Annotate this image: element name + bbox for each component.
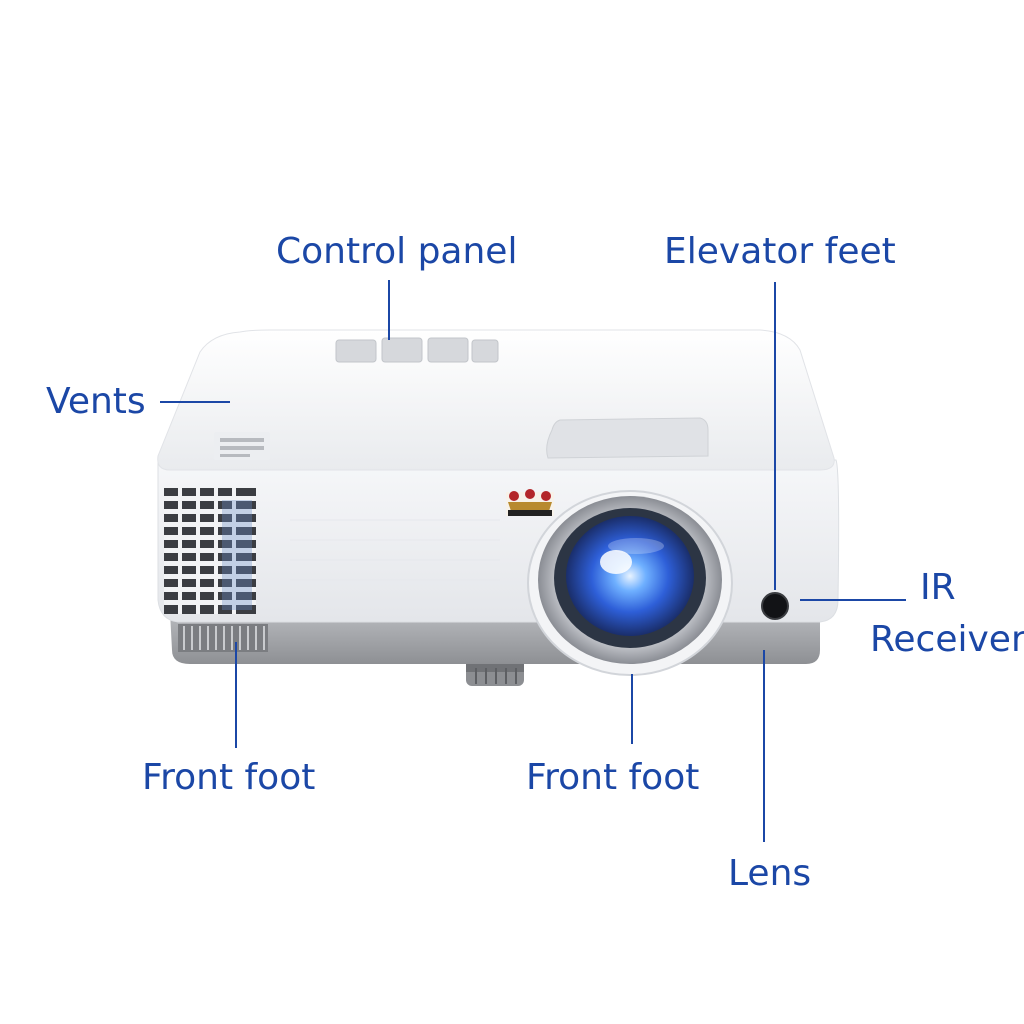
label-vents: Vents bbox=[46, 381, 146, 422]
label-control-panel: Control panel bbox=[276, 231, 518, 272]
label-front-foot-right: Front foot bbox=[526, 757, 700, 798]
bottom-vents bbox=[178, 624, 268, 652]
side-vents bbox=[164, 488, 256, 614]
label-receiver: Receiver bbox=[870, 619, 1024, 660]
brand-logo bbox=[506, 489, 554, 516]
ir-receiver-graphic bbox=[761, 592, 789, 620]
control-panel-graphic bbox=[335, 337, 499, 363]
front-texture bbox=[290, 519, 500, 581]
label-lens: Lens bbox=[728, 853, 812, 894]
projector-front bbox=[157, 459, 840, 623]
energy-badge bbox=[214, 432, 270, 460]
leader-lines bbox=[160, 280, 906, 842]
lens-graphic bbox=[527, 490, 733, 676]
top-window bbox=[546, 417, 709, 459]
label-ir: IR bbox=[920, 567, 956, 608]
label-front-foot-left: Front foot bbox=[142, 757, 316, 798]
label-elevator-feet: Elevator feet bbox=[664, 231, 896, 272]
front-foot-graphic bbox=[466, 664, 524, 686]
